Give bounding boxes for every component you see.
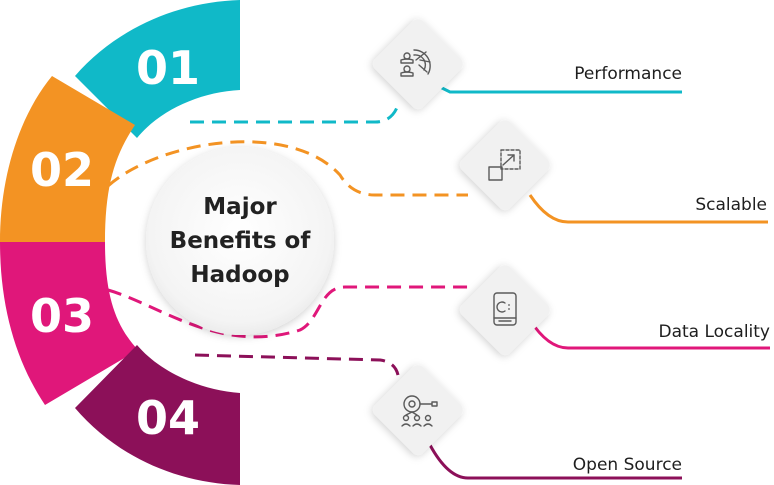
icon-tile-performance [373,19,463,109]
icon-tile-scalable [460,120,550,210]
leader-scalable [528,194,768,224]
benefit-label-performance: Performance [574,64,682,84]
benefit-label-data-locality: Data Locality [658,322,770,342]
connector-scalable [107,140,468,197]
icon-tile-data-locality [460,265,550,355]
segment-number-02: 02 [30,143,94,197]
center-title-line-2: Benefits of [170,228,312,254]
performance-gauge-icon [400,49,431,77]
connector-performance [190,104,400,124]
segment-number-01: 01 [136,41,200,95]
connector-data-locality [107,285,468,339]
open-source-network-icon [401,395,438,427]
ring [0,0,240,485]
connector-open-source [194,353,400,376]
benefit-label-scalable: Scalable [695,195,767,215]
segment-number-04: 04 [136,391,200,445]
center-circle [146,147,334,335]
center-title-line-1: Major [203,194,277,220]
segment-03 [0,242,138,405]
local-drive-icon [493,292,517,326]
benefit-label-open-source: Open Source [573,455,682,475]
icon-tile-open-source [373,365,463,455]
connectors [107,104,468,376]
segment-number-03: 03 [30,289,94,343]
leader-open-source [428,444,682,480]
scale-resize-icon [488,149,521,181]
segment-02 [0,76,135,242]
segment-04 [75,345,240,485]
segment-01 [75,0,240,138]
center-title-line-3: Hadoop [190,262,289,288]
